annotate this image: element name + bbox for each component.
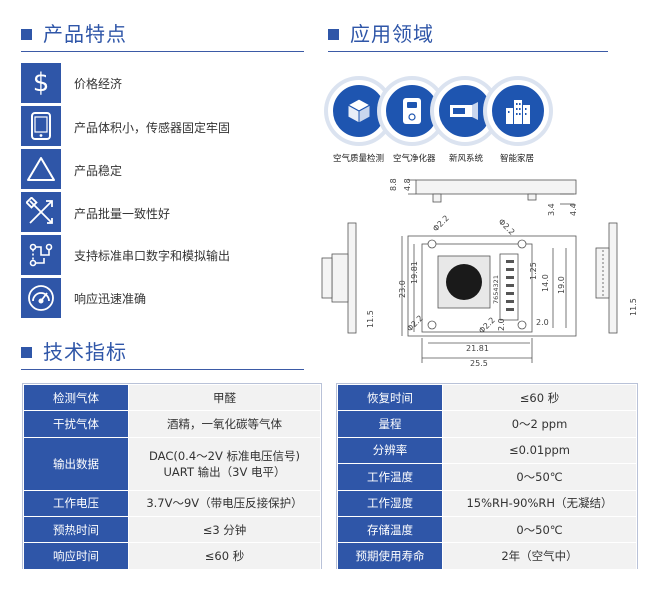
table-row: 量程 0～2 ppm bbox=[337, 410, 637, 438]
features-title: 产品特点 bbox=[43, 22, 127, 46]
dim-height-outer: 23.0 bbox=[398, 280, 407, 298]
feature-text-6: 响应迅速准确 bbox=[74, 292, 147, 306]
feature-text-1: 价格经济 bbox=[74, 77, 123, 91]
spec-value: 0～2 ppm bbox=[442, 410, 637, 438]
spec-key: 输出数据 bbox=[23, 436, 129, 491]
spec-key: 响应时间 bbox=[23, 542, 129, 570]
spec-value: DAC(0.4～2V 标准电压信号) UART 输出（3V 电平） bbox=[128, 436, 321, 491]
spec-value: 0～50℃ bbox=[442, 515, 637, 544]
dim-connector-pitch: 1.25 bbox=[529, 262, 538, 280]
spec-value: ≤0.01ppm bbox=[442, 436, 637, 465]
spec-value: 2年（空气中） bbox=[442, 542, 637, 570]
dim-connector-span: 14.0 bbox=[541, 274, 550, 292]
section-bullet bbox=[328, 29, 339, 40]
dim-bottom-right-2-0: 2.0 bbox=[536, 318, 549, 327]
spec-key: 预期使用寿命 bbox=[337, 542, 443, 570]
spec-value: 0～50℃ bbox=[442, 463, 637, 491]
spec-value: 甲醛 bbox=[128, 383, 321, 412]
table-row: 工作湿度 15%RH-90%RH（无凝结） bbox=[337, 489, 637, 517]
dimension-drawing: 8.8 4.8 3.4 4.4 Φ2.2 Φ2.2 Φ2.2 Φ2.2 11.5… bbox=[321, 178, 638, 368]
table-row: 输出数据 DAC(0.4～2V 标准电压信号) UART 输出（3V 电平） bbox=[23, 436, 321, 491]
spec-key: 检测气体 bbox=[23, 383, 129, 412]
dim-hole-top-right: Φ2.2 bbox=[497, 217, 517, 237]
dim-height-inner: 19.81 bbox=[410, 261, 419, 284]
table-row: 预热时间 ≤3 分钟 bbox=[23, 515, 321, 544]
spec-key: 分辨率 bbox=[337, 436, 443, 465]
applications-strip bbox=[328, 80, 549, 142]
feature-text-4: 产品批量一致性好 bbox=[74, 207, 171, 221]
spec-value: 3.7V～9V（带电压反接保护） bbox=[128, 489, 321, 517]
application-label-1: 空气质量检测 bbox=[333, 154, 385, 164]
dim-top-4-8: 4.8 bbox=[403, 178, 412, 191]
spec-key: 恢复时间 bbox=[337, 383, 443, 412]
spec-value: ≤60 秒 bbox=[442, 383, 637, 412]
spec-value: 酒精，一氧化碳等气体 bbox=[128, 410, 321, 438]
spec-value: 15%RH-90%RH（无凝结） bbox=[442, 489, 637, 517]
table-row: 响应时间 ≤60 秒 bbox=[23, 542, 321, 570]
dim-pin-numbers: 7654321 bbox=[492, 275, 500, 304]
circuit-icon bbox=[21, 235, 61, 275]
table-row: 干扰气体 酒精，一氧化碳等气体 bbox=[23, 410, 321, 438]
speed-gauge-icon bbox=[21, 278, 61, 318]
specs-section-header: 技术指标 bbox=[21, 340, 304, 370]
table-row: 分辨率 ≤0.01ppm bbox=[337, 436, 637, 465]
spec-value-line-1: DAC(0.4～2V 标准电压信号) bbox=[149, 448, 300, 463]
cube-icon bbox=[328, 80, 390, 142]
specs-title: 技术指标 bbox=[43, 340, 127, 364]
spec-key: 预热时间 bbox=[23, 515, 129, 544]
applications-section-header: 应用领域 bbox=[328, 22, 608, 52]
dim-hole-bottom-right: Φ2.2 bbox=[477, 316, 497, 336]
section-bullet bbox=[21, 29, 32, 40]
spec-key: 量程 bbox=[337, 410, 443, 438]
triangle-icon bbox=[21, 149, 61, 189]
feature-text-3: 产品稳定 bbox=[74, 164, 123, 178]
dim-hole-top-left: Φ2.2 bbox=[431, 214, 451, 234]
dim-connector-total: 19.0 bbox=[557, 276, 566, 294]
features-section-header: 产品特点 bbox=[21, 22, 304, 52]
section-bullet bbox=[21, 347, 32, 358]
table-row: 工作电压 3.7V～9V（带电压反接保护） bbox=[23, 489, 321, 517]
spec-value-line-2: UART 输出（3V 电平） bbox=[163, 464, 286, 479]
tools-icon bbox=[21, 192, 61, 232]
spec-value: ≤3 分钟 bbox=[128, 515, 321, 544]
feature-text-2: 产品体积小，传感器固定牢固 bbox=[74, 121, 231, 135]
dim-left-side: 11.5 bbox=[366, 310, 375, 328]
application-label-3: 新风系统 bbox=[449, 154, 484, 164]
dim-width-outer: 25.5 bbox=[470, 359, 488, 368]
dim-top-3-4: 3.4 bbox=[547, 203, 556, 216]
application-label-4: 智能家居 bbox=[500, 154, 535, 164]
buildings-icon bbox=[487, 80, 549, 142]
spec-key: 存储温度 bbox=[337, 515, 443, 544]
dim-right-side: 11.5 bbox=[629, 298, 638, 316]
dim-width-inner: 21.81 bbox=[466, 344, 489, 353]
dim-top-4-4: 4.4 bbox=[569, 203, 578, 216]
dim-top-8-8: 8.8 bbox=[389, 178, 398, 191]
dollar-icon: $ bbox=[21, 63, 61, 103]
spec-value: ≤60 秒 bbox=[128, 542, 321, 570]
feature-text-5: 支持标准串口数字和模拟输出 bbox=[74, 249, 231, 263]
table-row: 工作温度 0～50℃ bbox=[337, 463, 637, 491]
phone-icon bbox=[21, 106, 61, 146]
specs-right-table: 恢复时间 ≤60 秒 量程 0～2 ppm 分辨率 ≤0.01ppm 工作温度 … bbox=[337, 383, 637, 570]
spec-key: 干扰气体 bbox=[23, 410, 129, 438]
spec-key: 工作电压 bbox=[23, 489, 129, 517]
table-row: 存储温度 0～50℃ bbox=[337, 515, 637, 544]
table-row: 检测气体 甲醛 bbox=[23, 383, 321, 412]
spec-key: 工作温度 bbox=[337, 463, 443, 491]
spec-key: 工作湿度 bbox=[337, 489, 443, 517]
applications-title: 应用领域 bbox=[350, 22, 434, 46]
table-row: 预期使用寿命 2年（空气中） bbox=[337, 542, 637, 570]
application-label-2: 空气净化器 bbox=[393, 154, 436, 164]
table-row: 恢复时间 ≤60 秒 bbox=[337, 383, 637, 412]
specs-left-table: 检测气体 甲醛 干扰气体 酒精，一氧化碳等气体 输出数据 DAC(0.4～2V … bbox=[23, 383, 321, 570]
dim-bottom-left-2-0: 2.0 bbox=[497, 318, 506, 331]
